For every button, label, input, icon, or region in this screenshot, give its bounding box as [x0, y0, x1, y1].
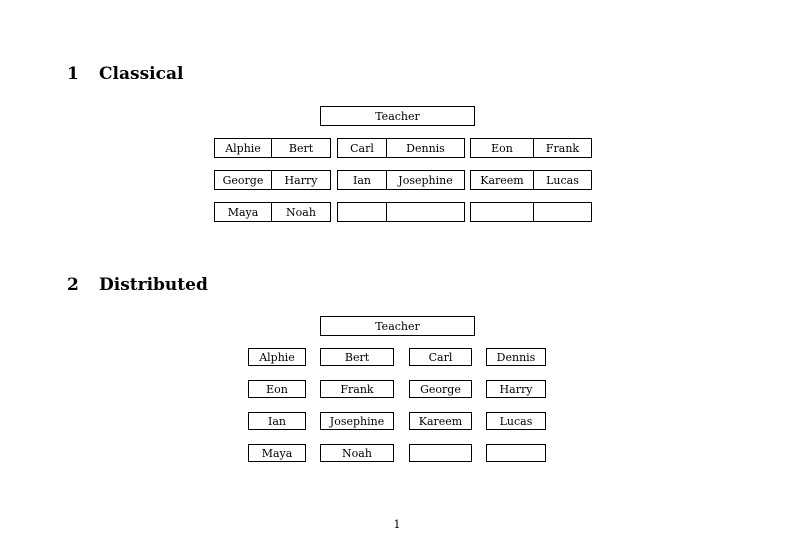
classical-right-group-row-2: Kareem Lucas [470, 170, 592, 190]
table-row: Eon Frank [470, 138, 592, 158]
student-cell: Frank [533, 138, 592, 158]
table-row: Teacher [320, 316, 475, 336]
student-cell: Carl [337, 138, 387, 158]
section-heading-distributed: 2 Distributed [67, 277, 208, 294]
student-cell: George [214, 170, 272, 190]
classical-right-group-row-1: Eon Frank [470, 138, 592, 158]
student-cell: Josephine [386, 170, 465, 190]
student-box: Lucas [486, 412, 546, 430]
classical-middle-group-row-1: Carl Dennis [337, 138, 465, 158]
teacher-cell: Teacher [320, 316, 475, 336]
table-row: Maya Noah [214, 202, 331, 222]
table-row: Alphie Bert [214, 138, 331, 158]
student-cell: Ian [337, 170, 387, 190]
classical-middle-group-row-2: Ian Josephine [337, 170, 465, 190]
table-row [337, 202, 465, 222]
table-row: Ian Josephine [337, 170, 465, 190]
student-box: George [409, 380, 472, 398]
student-box: Noah [320, 444, 394, 462]
student-cell: Bert [271, 138, 331, 158]
classical-left-group-row-2: George Harry [214, 170, 331, 190]
student-box: Maya [248, 444, 306, 462]
page-number: 1 [393, 518, 401, 531]
student-box: Kareem [409, 412, 472, 430]
student-cell-empty [386, 202, 465, 222]
classical-middle-group-row-3 [337, 202, 465, 222]
student-cell: Eon [470, 138, 534, 158]
table-row: Kareem Lucas [470, 170, 592, 190]
student-box: Dennis [486, 348, 546, 366]
section-heading-classical: 1 Classical [67, 66, 183, 83]
student-box: Carl [409, 348, 472, 366]
student-cell: Harry [271, 170, 331, 190]
student-cell: Lucas [533, 170, 592, 190]
student-cell-empty [470, 202, 534, 222]
section-number: 1 [67, 64, 79, 84]
student-cell: Noah [271, 202, 331, 222]
classical-right-group-row-3 [470, 202, 592, 222]
classical-left-group-row-1: Alphie Bert [214, 138, 331, 158]
student-box: Josephine [320, 412, 394, 430]
student-box-empty [486, 444, 546, 462]
student-cell: Kareem [470, 170, 534, 190]
student-box: Alphie [248, 348, 306, 366]
table-row: Teacher [320, 106, 475, 126]
student-cell: Alphie [214, 138, 272, 158]
teacher-cell: Teacher [320, 106, 475, 126]
classical-left-group-row-3: Maya Noah [214, 202, 331, 222]
section-title: Classical [99, 64, 184, 84]
student-box-empty [409, 444, 472, 462]
student-box: Harry [486, 380, 546, 398]
student-box: Eon [248, 380, 306, 398]
student-cell-empty [533, 202, 592, 222]
table-row [470, 202, 592, 222]
table-row: Carl Dennis [337, 138, 465, 158]
student-box: Bert [320, 348, 394, 366]
student-cell: Maya [214, 202, 272, 222]
student-cell: Dennis [386, 138, 465, 158]
student-box: Ian [248, 412, 306, 430]
distributed-teacher-box: Teacher [320, 316, 475, 336]
student-cell-empty [337, 202, 387, 222]
classical-teacher-box: Teacher [320, 106, 475, 126]
student-box: Frank [320, 380, 394, 398]
section-number: 2 [67, 275, 79, 295]
table-row: George Harry [214, 170, 331, 190]
section-title: Distributed [99, 275, 208, 295]
